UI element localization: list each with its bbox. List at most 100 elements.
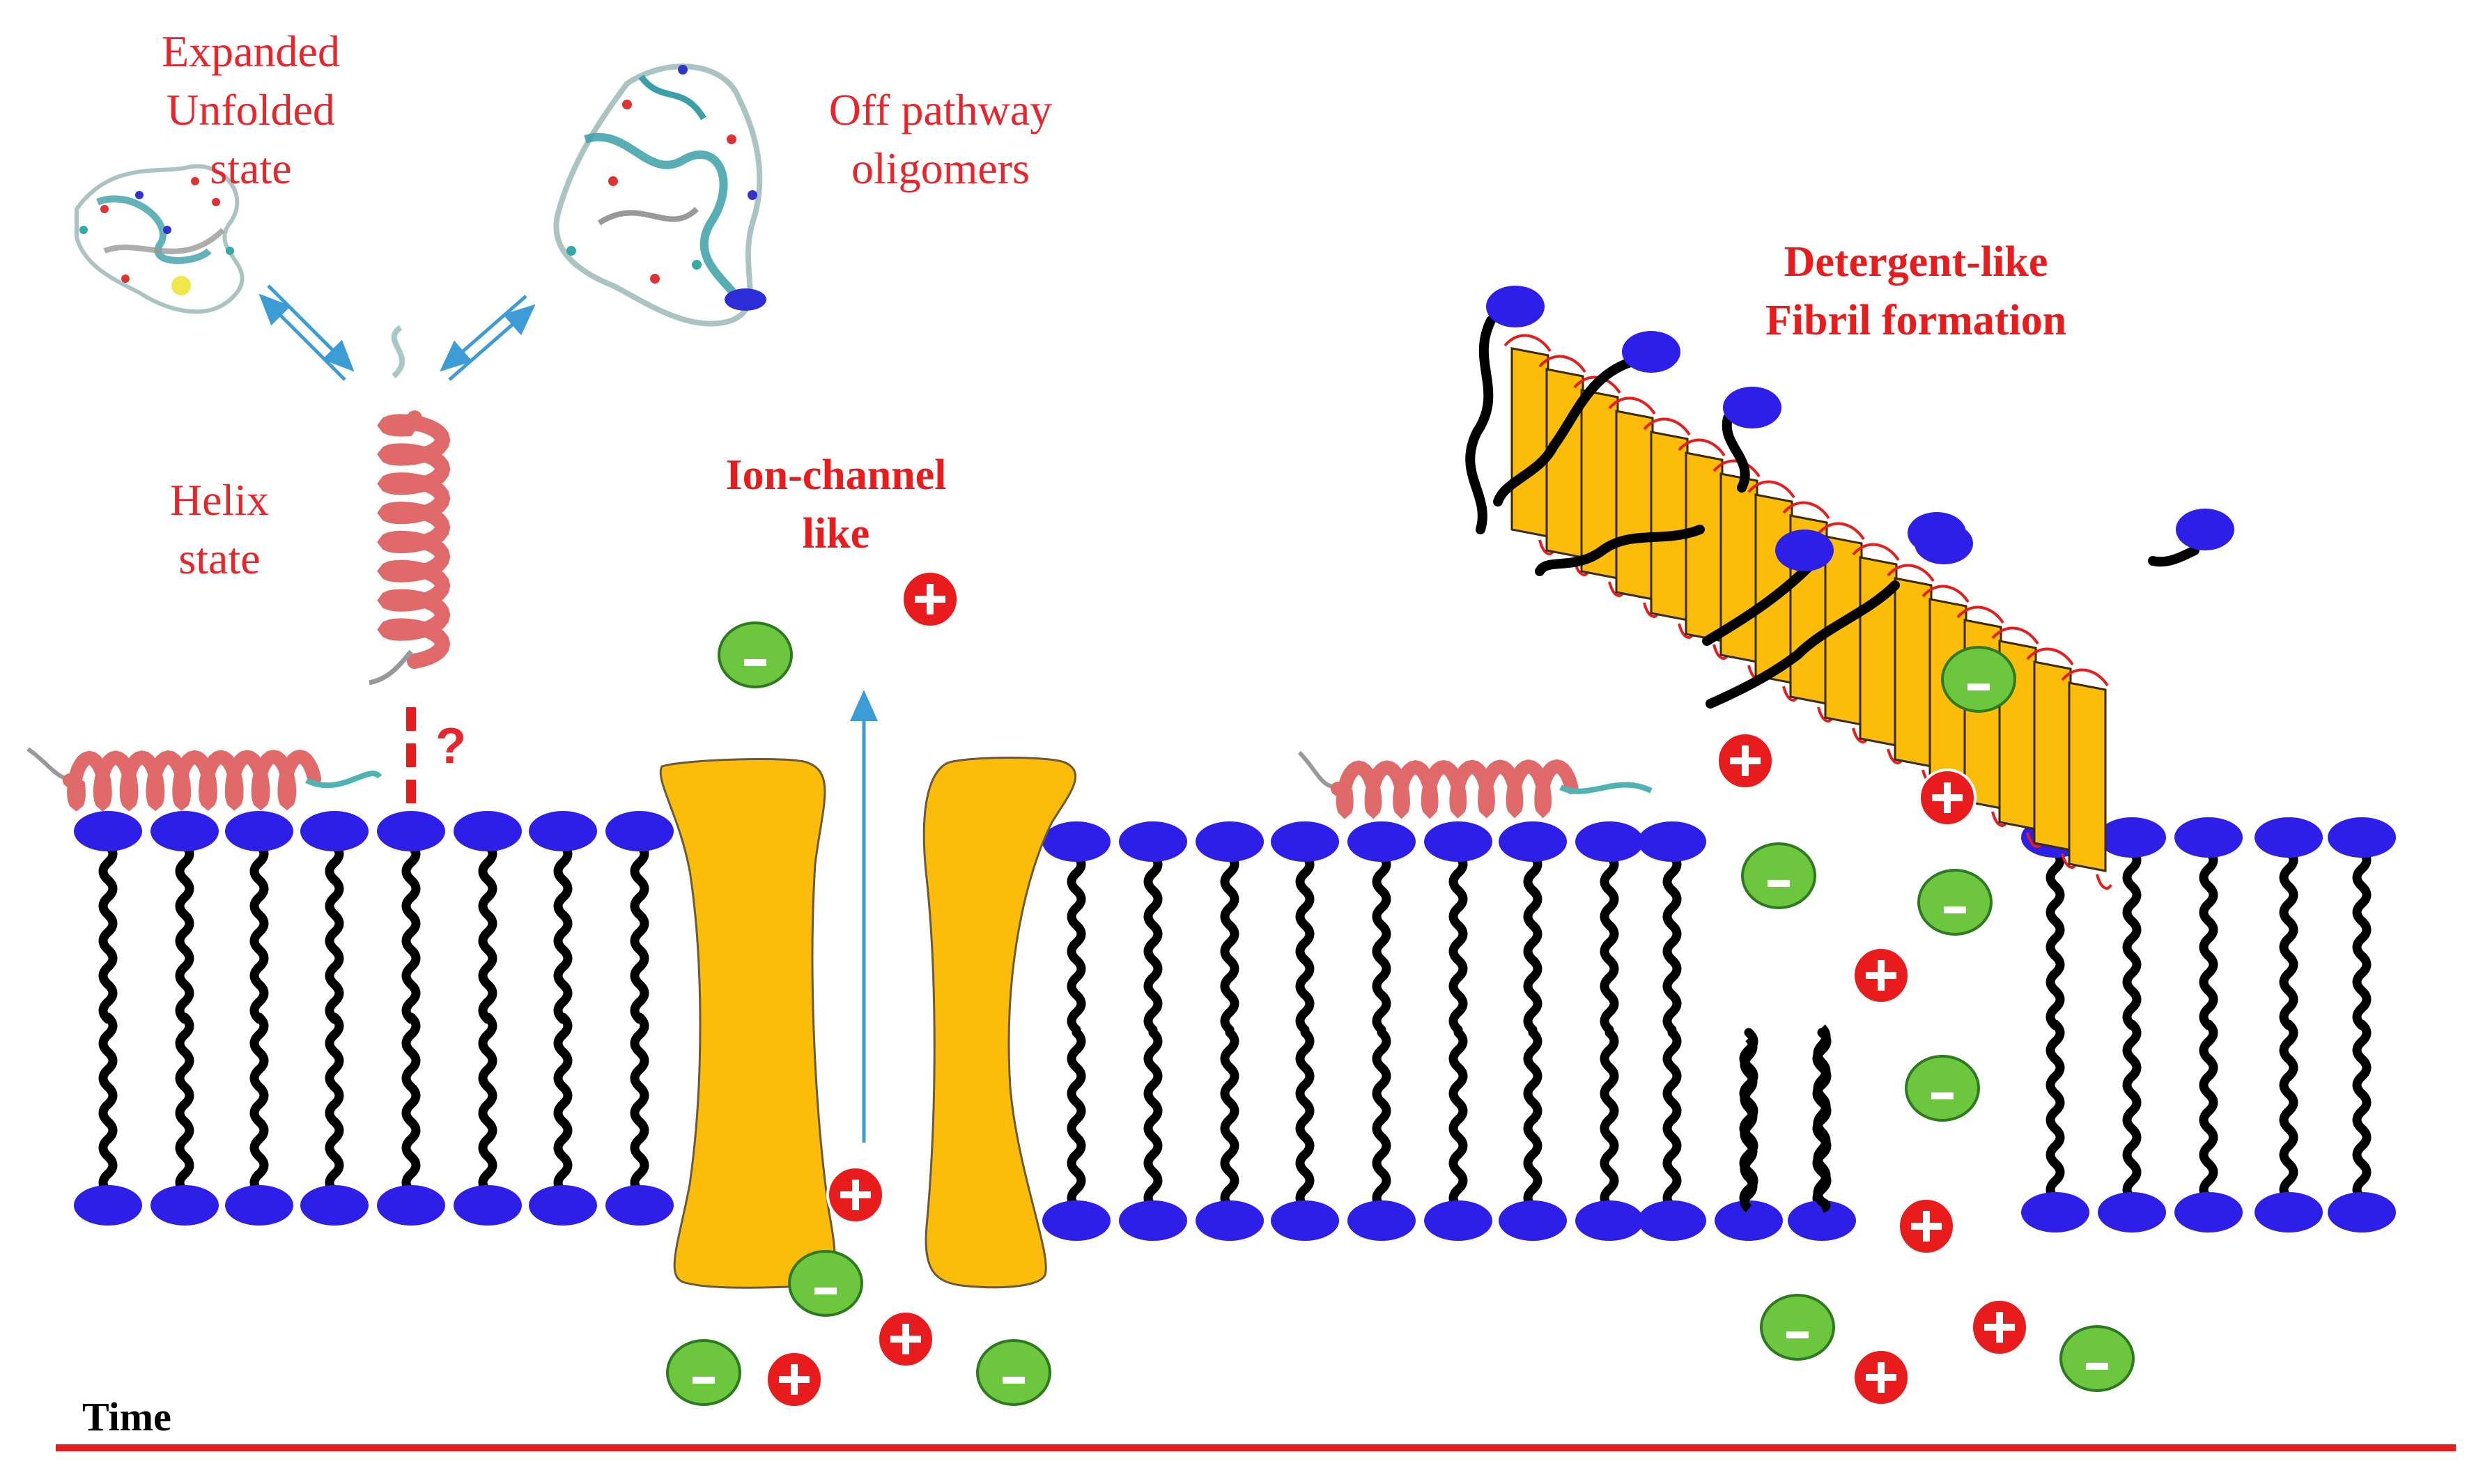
- fibril-loop: [1782, 501, 1830, 520]
- plus-bar: [1923, 1211, 1930, 1242]
- fibril-block-face: [2033, 660, 2072, 851]
- lipid-head: [1119, 1200, 1187, 1241]
- fibril-loop: [2061, 668, 2109, 687]
- lipid-tail: [325, 840, 344, 1024]
- plus-bar: [1742, 745, 1749, 776]
- anion-disc: [1905, 1055, 1980, 1122]
- lipid-molecule: [605, 811, 674, 1226]
- minus-bar: [1768, 880, 1790, 887]
- lipid-tail: [1372, 851, 1391, 1035]
- anion-icon: [718, 621, 793, 688]
- minus-bar: [1931, 1092, 1954, 1099]
- lipid-head: [2098, 817, 2166, 858]
- label-time: Time: [82, 1394, 171, 1439]
- lipid-tail: [1523, 851, 1542, 1035]
- lipid-molecule: [1196, 821, 1264, 1241]
- anion-icon: [1760, 1294, 1835, 1361]
- lipid-head: [1196, 1200, 1264, 1241]
- lipid-head: [150, 811, 219, 851]
- lipid-tail: [2199, 847, 2218, 1030]
- lipid-head: [377, 1185, 445, 1226]
- fibril-block: [1817, 522, 1869, 743]
- lipid-tail: [1220, 1028, 1239, 1215]
- lipid-head: [2021, 1192, 2089, 1232]
- fibril-block-face: [2068, 681, 2107, 872]
- label-line: Detergent-like: [1784, 238, 2048, 286]
- minus-bar: [814, 1288, 837, 1294]
- lipid-tail: [2199, 1019, 2218, 1207]
- fibril-block-face: [1685, 451, 1724, 642]
- anion-icon: [1917, 869, 1993, 936]
- fibril-loop: [2096, 874, 2112, 890]
- cation-icon: [901, 570, 959, 628]
- fibril-loop: [2026, 647, 2074, 666]
- lipid-head: [454, 1185, 522, 1226]
- fibril-loop: [1643, 417, 1691, 436]
- plus-bar: [852, 1180, 859, 1210]
- minus-bar: [744, 659, 766, 666]
- lipid-tail: [401, 1012, 421, 1200]
- plus-bar: [902, 1324, 909, 1354]
- fibril-tail: [2148, 546, 2199, 567]
- minus-bar: [1967, 683, 1990, 690]
- fibril-block-face: [1615, 410, 1654, 601]
- cation-icon: [876, 1310, 935, 1368]
- label-line: Fibril formation: [1765, 297, 2067, 344]
- fibril-tail: [1493, 357, 1635, 507]
- anion-icon: [788, 1250, 863, 1317]
- lipid-tail: [1448, 851, 1468, 1035]
- plus-bar: [791, 1364, 798, 1395]
- lipid-head: [2328, 817, 2396, 858]
- lipid-head: [300, 811, 369, 851]
- equilibrium-arrows: [258, 284, 536, 381]
- lipid-tail: [478, 1012, 497, 1200]
- fibril-loop: [1538, 355, 1586, 373]
- lipid-molecule: [1499, 821, 1567, 1241]
- lipid-tail: [1143, 851, 1163, 1035]
- lipid-head: [1042, 1200, 1111, 1241]
- lipid-head: [1499, 1200, 1567, 1241]
- fibril-head: [1775, 530, 1834, 571]
- anion-icon: [2059, 1325, 2135, 1392]
- lipid-molecule: [150, 811, 219, 1226]
- plus-bar: [1878, 960, 1885, 991]
- lipid-tail: [1662, 1028, 1682, 1215]
- lipid-tail: [1067, 1028, 1086, 1215]
- lipid-head: [605, 1185, 674, 1226]
- anion-disc: [718, 621, 793, 688]
- fibril-loop: [1817, 522, 1865, 541]
- broken-lipid-tail: [1813, 1024, 1831, 1213]
- lipid-head: [1715, 1200, 1783, 1241]
- lipid-head: [1347, 1200, 1416, 1241]
- fibril-block-face: [1894, 577, 1933, 768]
- anion-icon: [1941, 646, 2016, 713]
- membrane-helix-icon-2: [1297, 750, 1653, 819]
- lipid-head: [1575, 821, 1644, 862]
- fibril-block-face: [1510, 347, 1549, 538]
- cation-icon: [1852, 946, 1910, 1005]
- minus-bar: [2086, 1363, 2108, 1370]
- fibril-loop: [1956, 605, 2004, 624]
- lipid-head: [74, 1185, 142, 1226]
- lipid-tail: [401, 840, 421, 1024]
- anion-disc: [1741, 842, 1816, 909]
- lipid-tail: [553, 1012, 573, 1200]
- fibril-head: [1915, 523, 1973, 564]
- lipid-head: [1638, 1200, 1706, 1241]
- lipid-tail: [2122, 847, 2142, 1030]
- plus-bar: [927, 584, 934, 615]
- lipid-head: [300, 1185, 369, 1226]
- anion-disc: [1941, 646, 2016, 713]
- lipid-tail: [2279, 1019, 2298, 1207]
- label-line: state: [210, 144, 292, 193]
- lipid-molecule: [2255, 817, 2323, 1232]
- fibril-block-face: [1650, 431, 1689, 621]
- lipid-head: [2255, 1192, 2323, 1232]
- cation-icon: [826, 1166, 885, 1224]
- lipid-head: [1271, 1200, 1339, 1241]
- label-line: state: [178, 534, 261, 583]
- lipid-tail: [1295, 1028, 1315, 1215]
- fibril-block-face: [1545, 368, 1584, 559]
- broken-lipid-tail: [1740, 1035, 1758, 1212]
- lipid-molecule: [1424, 821, 1492, 1241]
